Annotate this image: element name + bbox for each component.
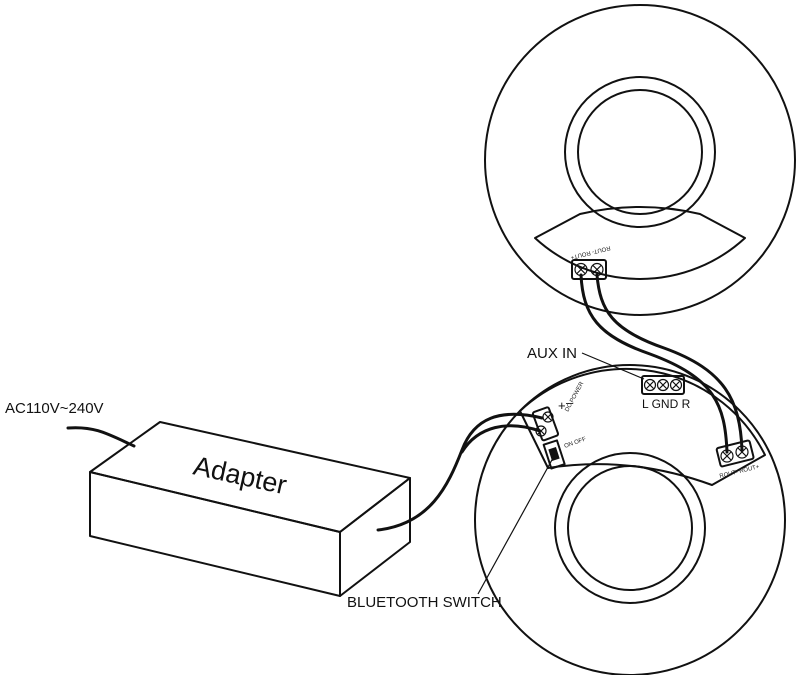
switch-on-off-label: ON OFF (564, 436, 588, 450)
passive-speaker-terminal-block (571, 259, 607, 280)
passive-speaker-outer-ring (484, 4, 796, 316)
dc-power-terminal-block (531, 406, 560, 442)
active-speaker-cone-inner (567, 465, 693, 591)
bluetooth-switch-label: BLUETOOTH SWITCH (347, 594, 502, 611)
passive-speaker-terminal-label: ROUT- ROUT+ (569, 244, 611, 260)
bluetooth-switch-slider (548, 447, 560, 461)
passive-speaker-cone-inner (577, 89, 703, 215)
ac-input-cord (66, 426, 136, 448)
passive-speaker-cone-outer (564, 76, 716, 228)
screw-icon (656, 378, 670, 392)
passive-speaker-terminal-panel (534, 206, 746, 280)
active-speaker-cone-outer (554, 452, 706, 604)
bluetooth-switch-housing (542, 439, 566, 470)
screw-icon (643, 378, 657, 392)
speaker-out-terminal-block (715, 439, 755, 468)
active-speaker-outer-ring (474, 364, 786, 675)
bluetooth-switch-callout: BLUETOOTH SWITCH (347, 457, 554, 611)
aux-in-label: AUX IN (527, 345, 577, 362)
aux-in-callout: AUX IN (527, 345, 645, 380)
active-speaker-terminal-panel (519, 367, 766, 486)
aux-in-pin-labels: L GND R (642, 397, 691, 411)
adapter-front-face (89, 471, 341, 597)
adapter-label: Adapter (191, 451, 290, 501)
ac-input-label: AC110V~240V (5, 400, 104, 417)
passive-speaker: ROUT- ROUT+ (484, 4, 796, 316)
dc-output-cable (376, 412, 544, 532)
adapter-side-face (339, 477, 411, 597)
active-speaker: L GND R + – DC POWER ON OFF (474, 364, 786, 675)
aux-in-terminal-block (641, 375, 685, 395)
screw-icon (669, 378, 683, 392)
dc-minus-label: – (566, 395, 574, 410)
power-adapter: Adapter (89, 421, 411, 597)
dc-plus-label: + (558, 398, 566, 413)
dc-output-cable-return (460, 424, 542, 454)
speaker-link-cable (579, 273, 744, 454)
